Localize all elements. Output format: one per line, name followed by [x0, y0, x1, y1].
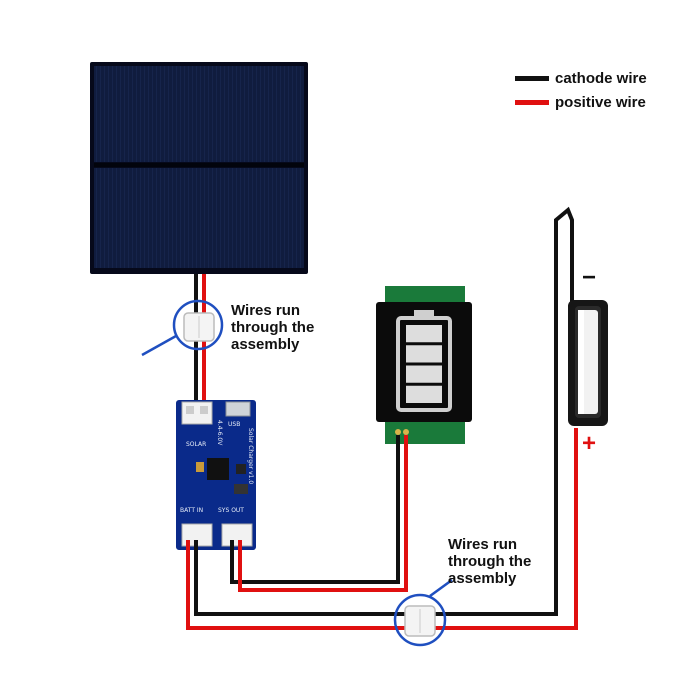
cathode-swatch [515, 75, 549, 81]
top-wire-clip [183, 312, 215, 342]
charge-bar [406, 385, 442, 403]
solar-wires [194, 274, 206, 410]
sys-out-label: SYS OUT [218, 507, 244, 514]
battery-plus-label: + [582, 430, 597, 457]
indicator-wires [230, 435, 408, 592]
bottom-note: Wires run through the assembly [448, 536, 531, 587]
legend-positive: positive wire [515, 90, 647, 114]
bottom-wire-clip [404, 605, 436, 637]
legend-positive-label: positive wire [555, 93, 646, 111]
charge-bars [406, 325, 442, 403]
bottom-pointer-arrow [429, 578, 453, 598]
bottom-note-line: through the [448, 553, 532, 570]
solar-label: SOLAR [186, 441, 206, 448]
positive-swatch [515, 99, 549, 105]
solar-panel [90, 62, 308, 274]
charger-board: USB SOLAR BATT IN SYS OUT Solar Charger … [176, 400, 256, 550]
top-note-line: Wires run [231, 302, 301, 319]
board-name: Solar Charger v1.0 [247, 428, 254, 484]
battery-indicator-module [376, 286, 472, 444]
wire-legend: cathode wire positive wire [515, 66, 647, 114]
battery-wires [186, 206, 578, 630]
top-highlight-ring [172, 299, 224, 351]
legend-cathode: cathode wire [515, 66, 647, 90]
battery-minus-label: − [582, 264, 597, 291]
legend-cathode-label: cathode wire [555, 69, 647, 87]
vin-label: 4.4-6.0V [216, 420, 223, 446]
charge-bar [406, 325, 442, 343]
bottom-note-line: Wires run [448, 536, 518, 553]
batt-in-label: BATT IN [180, 507, 203, 514]
battery-cell [568, 300, 608, 426]
top-pointer-arrow [141, 334, 177, 357]
charge-bar [406, 365, 442, 383]
top-note: Wires run through the assembly [231, 302, 314, 353]
usb-label: USB [228, 421, 240, 428]
top-note-line: assembly [231, 336, 300, 353]
charge-bar [406, 345, 442, 363]
bottom-highlight-ring [393, 593, 447, 647]
top-note-line: through the [231, 319, 315, 336]
bottom-note-line: assembly [448, 570, 517, 587]
